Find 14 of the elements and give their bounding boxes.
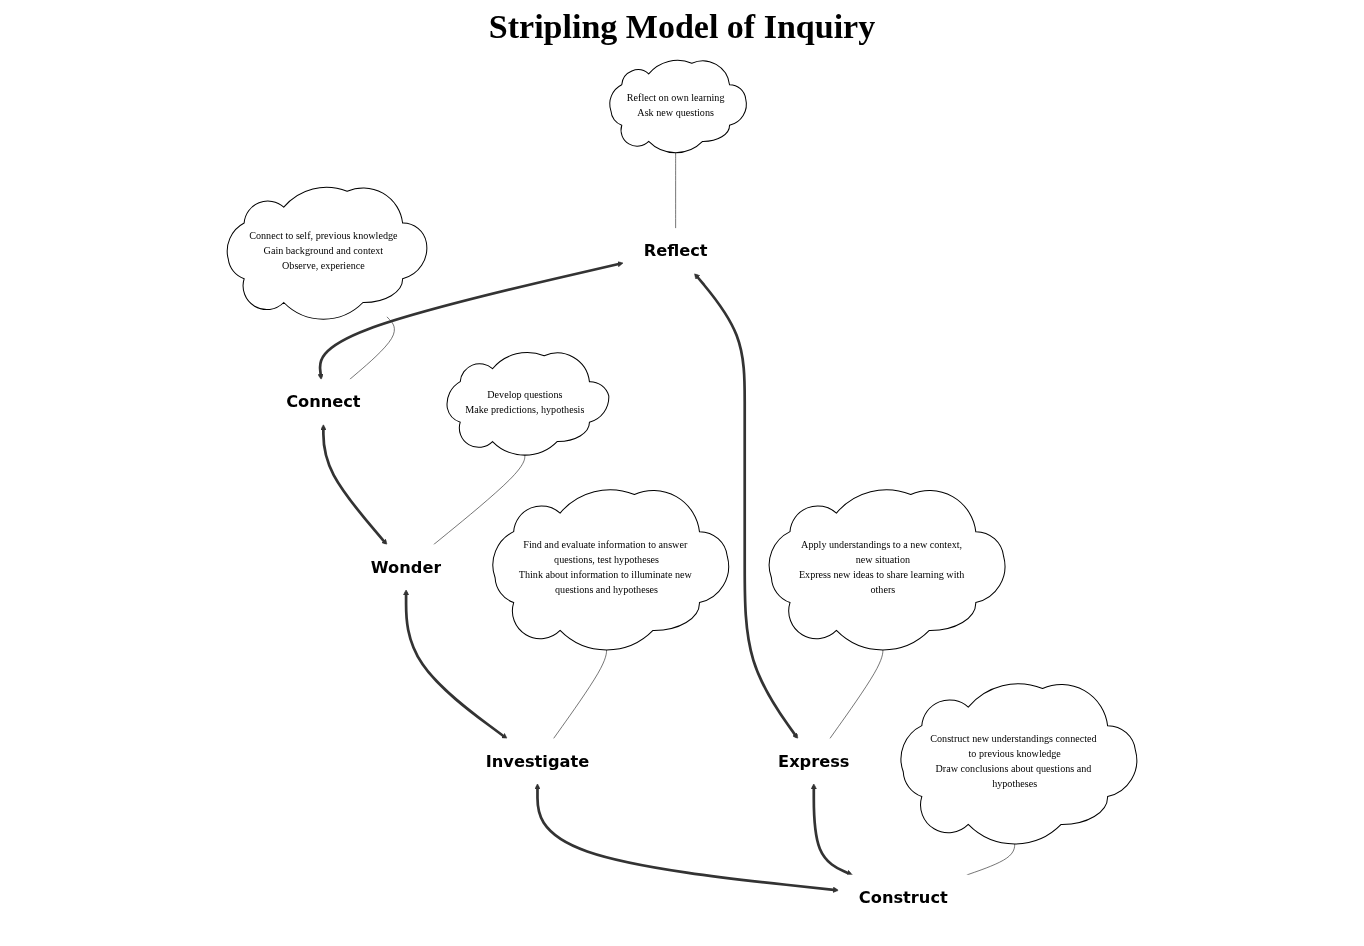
node-text: Reflect bbox=[643, 241, 708, 261]
connector bbox=[349, 316, 395, 380]
arrow bbox=[317, 261, 624, 380]
diagram-title: Stripling Model of Inquiry bbox=[487, 8, 877, 46]
arrow bbox=[694, 273, 799, 740]
arrow bbox=[534, 783, 839, 893]
node-text: Investigate bbox=[485, 751, 590, 771]
arrow bbox=[320, 424, 388, 546]
node-text: Connect bbox=[286, 392, 361, 412]
arrow bbox=[810, 783, 853, 876]
node-text: Wonder bbox=[370, 557, 442, 577]
node-text: Construct bbox=[858, 887, 948, 907]
node-text: Express bbox=[778, 751, 850, 771]
arrow bbox=[403, 589, 508, 740]
